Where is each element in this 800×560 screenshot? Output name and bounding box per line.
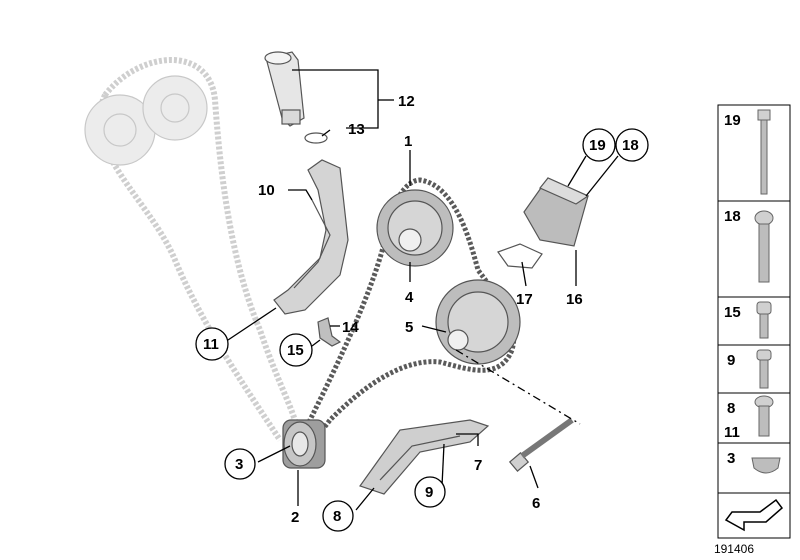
leader-lines xyxy=(227,69,619,511)
gasket-part xyxy=(497,243,543,269)
crankshaft-sprocket xyxy=(282,419,326,469)
ghost-chain-assembly xyxy=(84,57,302,442)
navigation-arrow-icon xyxy=(724,498,784,532)
callout-15: 15 xyxy=(287,342,304,359)
callout-13: 13 xyxy=(348,121,365,138)
chain-tensioner-part xyxy=(264,51,305,127)
reference-number: 191406 xyxy=(714,542,754,556)
legend-label-19: 19 xyxy=(724,112,741,129)
callout-18: 18 xyxy=(622,137,639,154)
callout-labels: 1 2 3 4 5 6 7 8 9 10 11 12 13 14 15 16 1… xyxy=(195,93,649,532)
callout-7: 7 xyxy=(474,457,482,474)
camshaft-sprocket-upper xyxy=(376,189,454,267)
camshaft-sprocket-lower xyxy=(435,279,521,365)
chain-tensioner-right-part xyxy=(523,177,590,247)
callout-3: 3 xyxy=(235,456,243,473)
callout-19: 19 xyxy=(589,137,606,154)
legend-bolt-9 xyxy=(756,349,772,389)
legend-bolt-8-11 xyxy=(754,395,774,437)
callout-12: 12 xyxy=(398,93,415,110)
callout-8: 8 xyxy=(333,508,341,525)
small-bracket-part xyxy=(317,317,342,347)
legend-bolt-18 xyxy=(754,210,774,283)
legend-label-18: 18 xyxy=(724,208,741,225)
bolt-part xyxy=(508,417,574,472)
legend-label-3: 3 xyxy=(727,450,735,467)
legend-label-8: 8 xyxy=(727,400,735,417)
callout-14: 14 xyxy=(342,319,359,336)
callout-10: 10 xyxy=(258,182,275,199)
callout-9: 9 xyxy=(425,484,433,501)
legend-key-3 xyxy=(751,457,781,474)
callout-4: 4 xyxy=(405,289,414,306)
legend-label-15: 15 xyxy=(724,304,741,321)
callout-11: 11 xyxy=(203,336,219,353)
callout-2: 2 xyxy=(291,509,299,526)
legend-bolt-15 xyxy=(756,301,772,339)
legend-bolt-19 xyxy=(757,109,771,195)
legend-label-11: 11 xyxy=(724,424,740,441)
callout-1: 1 xyxy=(404,133,412,150)
seal-ring-part xyxy=(304,132,328,144)
callout-17: 17 xyxy=(516,291,533,308)
callout-6: 6 xyxy=(532,495,540,512)
callout-5: 5 xyxy=(405,319,413,336)
callout-16: 16 xyxy=(566,291,583,308)
legend-label-9: 9 xyxy=(727,352,735,369)
guide-rail-part xyxy=(359,419,490,495)
parts-legend: 19 18 15 9 8 11 3 xyxy=(717,104,791,539)
tensioner-rail-part xyxy=(273,159,349,315)
